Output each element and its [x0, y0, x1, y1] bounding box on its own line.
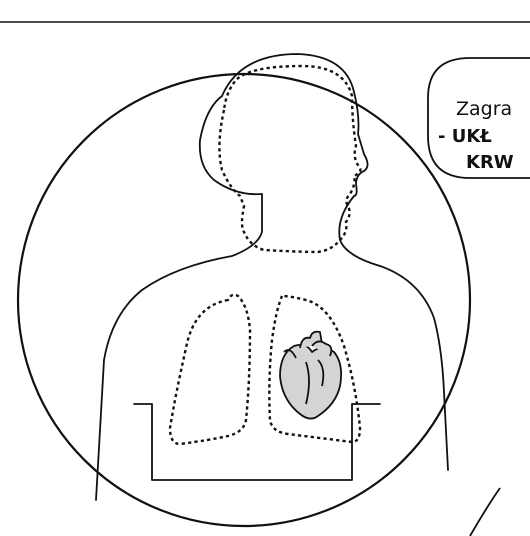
illustration-circle [18, 74, 470, 526]
decorative-stroke [470, 488, 500, 536]
speech-bubble-text: Zagra - UKŁ KRW [438, 96, 530, 176]
speech-bubble-line-1: Zagra [456, 96, 530, 124]
speech-bubble-line-3: KRW [466, 150, 530, 176]
speech-bubble-line-2: - UKŁ [438, 124, 530, 150]
